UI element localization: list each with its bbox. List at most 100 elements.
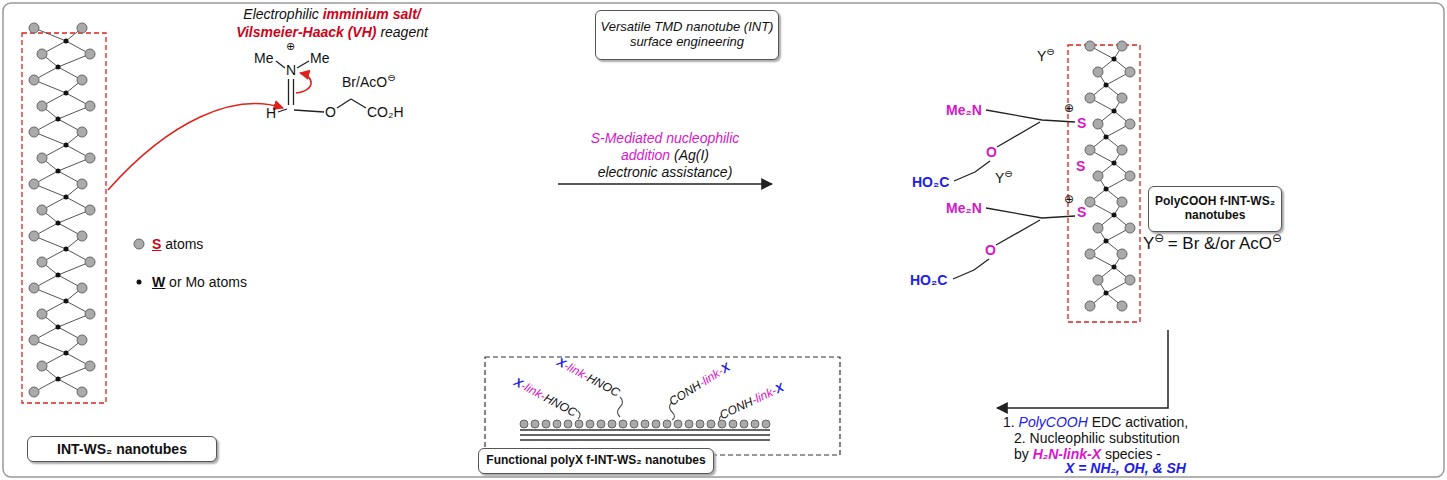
node-text: Functional polyX f-INT-WS₂ nanotubes <box>486 454 705 468</box>
sulfur-atom <box>29 179 39 189</box>
atom-label: O <box>985 242 996 258</box>
label-box: PolyCOOH f-INT-WS₂ nanotubes <box>1148 186 1282 232</box>
bond <box>297 61 309 68</box>
reagent-heading: reagent <box>380 24 427 40</box>
atom-label: H <box>266 105 276 121</box>
linker-line <box>618 397 623 417</box>
highlight-frame <box>1068 45 1140 322</box>
step-text: X = NH₂, OH, & SH <box>1065 460 1186 476</box>
metal-atom <box>56 117 61 122</box>
nanotube-illustration <box>29 23 95 397</box>
bond <box>337 99 351 108</box>
atom-label: Me₂N <box>946 200 982 216</box>
sulfur-atom <box>1085 197 1095 207</box>
sulfur-atom <box>37 257 47 267</box>
sulfur-atom <box>630 420 638 428</box>
atom-label: CO₂H <box>367 104 404 120</box>
counter-ion-note: = Br &/or AcO <box>1168 234 1272 253</box>
sulfur-atom <box>1085 41 1095 51</box>
bond <box>351 99 366 108</box>
sulfur-atom <box>85 49 95 59</box>
metal-atom <box>1112 213 1117 218</box>
atom-label: N <box>286 62 296 78</box>
counter-ion-note: Y <box>1143 234 1154 253</box>
metal-atom <box>1112 161 1117 166</box>
node-text: INT-WS₂ nanotubes <box>57 441 187 457</box>
atom-label: O <box>986 144 997 160</box>
metal-atom <box>56 377 61 382</box>
sulfur-atom <box>29 231 39 241</box>
sulfur-atom <box>37 101 47 111</box>
sulfur-atom <box>542 420 550 428</box>
sulfur-atom <box>1085 301 1095 311</box>
sulfur-atom <box>77 127 87 137</box>
sulfur-atom <box>751 420 759 428</box>
metal-atom <box>56 325 61 330</box>
step-text: byH₂N-link-Xspecies - <box>1014 446 1161 462</box>
atom-label: HO₂C <box>912 174 949 190</box>
reaction-arrow <box>558 183 772 185</box>
sulfur-atom <box>1117 197 1127 207</box>
sulfur-atom <box>85 361 95 371</box>
bond <box>954 161 990 181</box>
sulfur-atom <box>29 335 39 345</box>
surface-group: CONH <box>717 395 755 423</box>
sulfur-atom <box>1125 67 1135 77</box>
sulfur-atom <box>520 420 528 428</box>
bond <box>986 208 1075 218</box>
mechanism-note: addition <box>621 147 670 163</box>
atom-label: S <box>1076 158 1085 174</box>
counter-ion-note: ⊖ <box>1154 231 1164 245</box>
sulfur-atom <box>696 420 704 428</box>
counter-ion: Y <box>1037 48 1046 64</box>
sulfur-atom <box>608 420 616 428</box>
sulfur-atom <box>77 335 87 345</box>
surface-group: X-link-HNOC <box>554 356 622 401</box>
sulfur-atom <box>1085 145 1095 155</box>
mechanism-note: S-Mediated nucleophilic <box>591 130 740 146</box>
metal-atom <box>1104 187 1109 192</box>
electron-arrow <box>296 73 311 93</box>
sulfur-atom <box>531 420 539 428</box>
reagent-heading: imminium salt/ <box>323 6 421 22</box>
reagent-heading: Vilsmeier-Haack (VH)reagent <box>236 24 428 40</box>
bond <box>278 109 287 112</box>
atom-label: O <box>325 104 336 120</box>
metal-atom <box>64 143 69 148</box>
sulfur-atom <box>1093 67 1103 77</box>
layer-line <box>520 434 770 436</box>
legend-entry: W or Mo atoms <box>132 274 247 290</box>
title-box: Versatile TMD nanotube (INT) surface eng… <box>595 10 779 60</box>
sulfur-atom <box>707 420 715 428</box>
step-text: 2. Nucleophilic substitution <box>1014 430 1180 446</box>
dashed-frame <box>485 357 840 455</box>
atom-label: HO₂C <box>910 272 947 288</box>
sulfur-atom <box>77 75 87 85</box>
sulfur-atom <box>553 420 561 428</box>
mechanism-note: addition(Ag(I) <box>621 147 709 163</box>
metal-atom <box>1104 291 1109 296</box>
counter-ion-note: Y⊖= Br &/or AcO⊖ <box>1143 232 1282 253</box>
legend-text: S atoms <box>152 236 203 252</box>
legend-sample <box>137 280 142 285</box>
sulfur-atom <box>1125 223 1135 233</box>
counter-ion: ⊖ <box>1046 46 1054 57</box>
metal-atom <box>64 91 69 96</box>
legend-sample <box>132 237 146 251</box>
nanotube-surface <box>520 430 770 440</box>
layer-line <box>520 429 770 431</box>
sulfur-atom <box>77 231 87 241</box>
atom-label: Me₂N <box>946 102 982 118</box>
bond <box>953 259 989 279</box>
atom-label: HO₂C <box>912 174 949 190</box>
linker-line <box>578 411 580 419</box>
sulfur-atom <box>85 205 95 215</box>
sulfur-atom <box>29 127 39 137</box>
bond <box>288 79 289 105</box>
sulfur-atom <box>29 387 39 397</box>
sulfur-atom <box>37 49 47 59</box>
step-text: 2. Nucleophilic substitution <box>1014 430 1180 446</box>
linker-squiggles <box>578 397 721 422</box>
step-text: by <box>1014 446 1029 462</box>
charge-sign: ⊕ <box>286 40 295 52</box>
